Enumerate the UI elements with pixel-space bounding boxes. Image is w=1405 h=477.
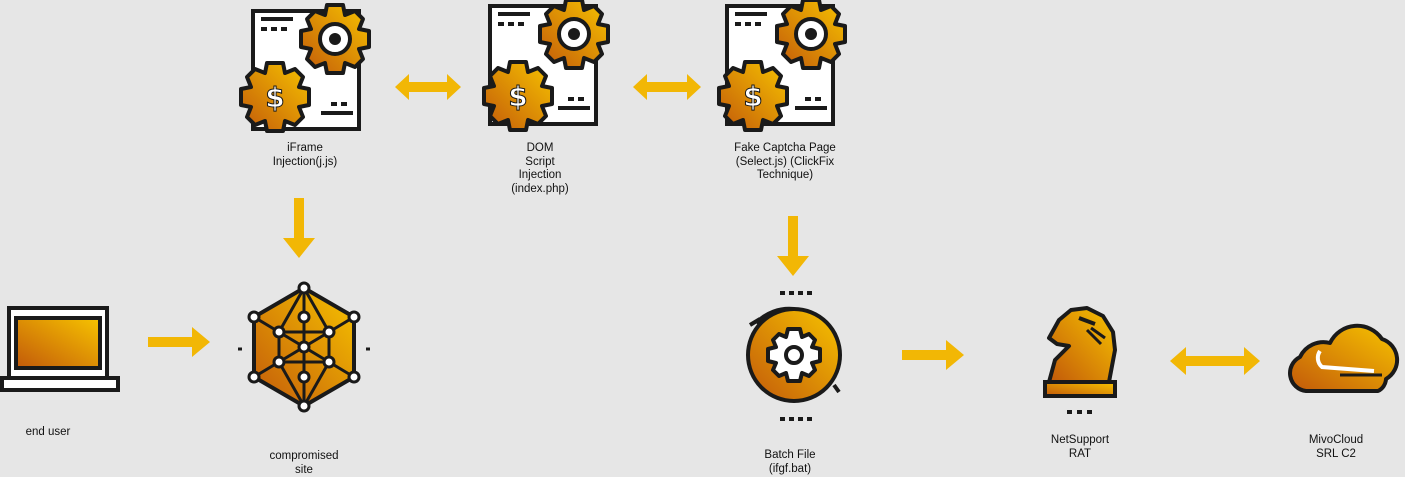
arrow-right-user	[148, 327, 210, 357]
compromised-label: compromised site	[269, 450, 339, 476]
end-user-label: end user	[25, 426, 71, 438]
netsupport-label: NetSupport RAT	[1050, 434, 1110, 460]
arrow-bidirectional-dom-captcha	[633, 74, 701, 100]
cloud-icon	[1288, 323, 1400, 393]
svg-text:$: $	[743, 80, 762, 113]
svg-text:$: $	[265, 81, 284, 114]
arrow-down-iframe	[283, 198, 315, 258]
network-hexagon-icon	[238, 281, 370, 413]
batch-label: Batch File (ifgf.bat)	[764, 449, 816, 475]
server-gears-icon: $	[482, 0, 610, 132]
server-gears-icon: $	[717, 0, 847, 132]
server-gears-icon: $	[239, 3, 371, 133]
arrow-bidirectional-iframe-dom	[395, 74, 461, 100]
dom-label: DOM Script Injection (index.php)	[511, 142, 569, 195]
iframe-label: iFrame Injection(j.js)	[272, 142, 338, 168]
mivocloud-label: MivoCloud SRL C2	[1308, 434, 1364, 460]
captcha-label: Fake Captcha Page (Select.js) (ClickFix …	[734, 142, 836, 181]
arrow-down-captcha	[777, 216, 809, 276]
gear-cycle-icon	[746, 291, 842, 421]
arrow-bidirectional-rat-c2	[1170, 347, 1260, 375]
chess-knight-icon	[1043, 306, 1117, 414]
arrow-right-batch	[902, 340, 964, 370]
svg-text:$: $	[508, 80, 527, 113]
laptop-icon	[0, 306, 120, 392]
